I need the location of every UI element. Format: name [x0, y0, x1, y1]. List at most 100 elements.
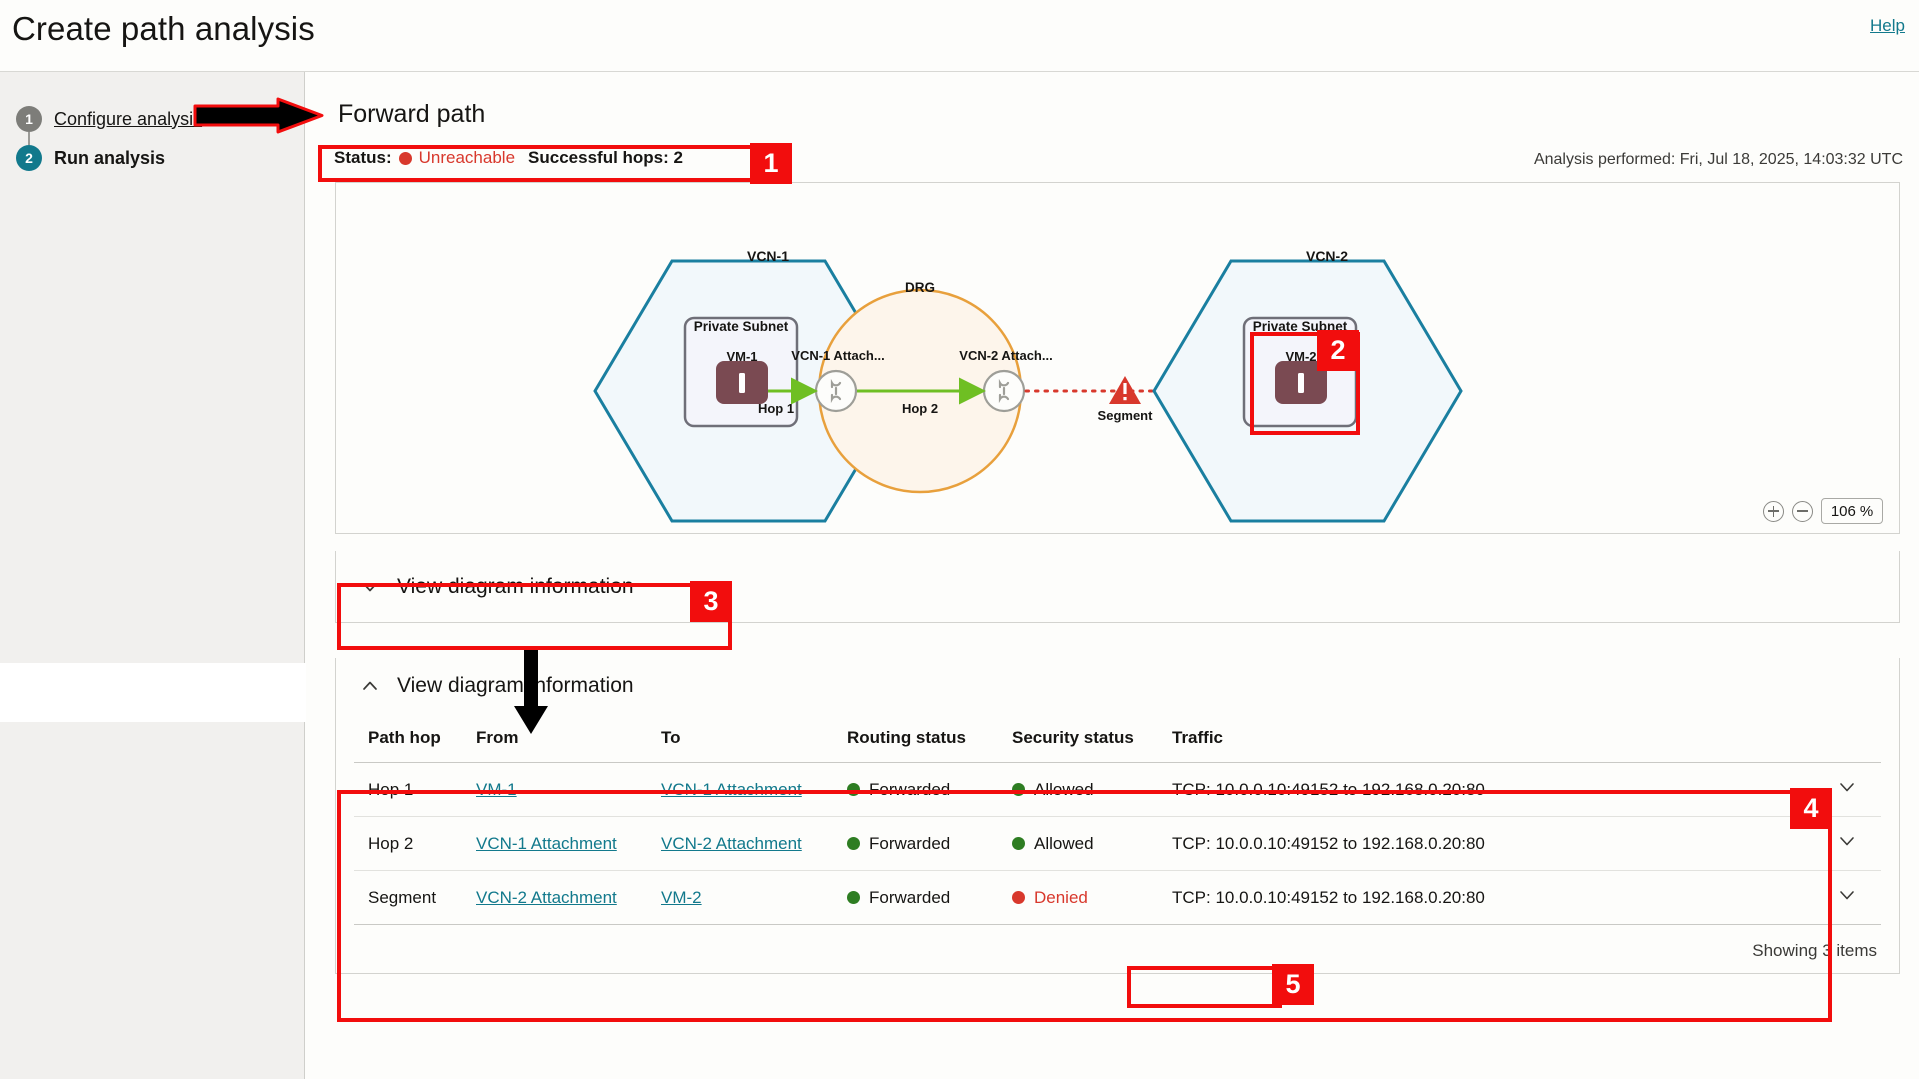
cell-expand — [1823, 816, 1881, 871]
column-header-traffic[interactable]: Traffic — [1158, 714, 1823, 763]
drg-label: DRG — [905, 280, 935, 295]
cell-from: VCN-1 Attachment — [462, 816, 647, 871]
vm-2-label: VM-2 — [1285, 349, 1317, 364]
diagram-zoom-controls: 106 % — [1763, 498, 1883, 524]
cell-traffic: TCP: 10.0.0.10:49152 to 192.168.0.20:80 — [1158, 870, 1823, 925]
cell-routing-status: Forwarded — [833, 816, 998, 871]
wizard-step-label: Run analysis — [54, 147, 166, 168]
hop2-label: Hop 2 — [901, 401, 939, 416]
vcn2-label: VCN-2 — [1305, 248, 1348, 264]
wizard-rail-gap — [0, 663, 306, 722]
routing-status-dot-icon — [847, 783, 860, 796]
cell-routing-status: Forwarded — [833, 870, 998, 925]
cell-to: VCN-2 Attachment — [647, 816, 833, 871]
path-status-line: Status: Unreachable Successful hops: 2 — [334, 148, 683, 168]
table-header-row: Path hop From To Routing status Security… — [354, 714, 1881, 763]
hop1-label: Hop 1 — [757, 401, 795, 416]
cell-from: VM-1 — [462, 762, 647, 817]
main-panel: Forward path Status: Unreachable Success… — [306, 72, 1919, 1079]
cell-to: VM-2 — [647, 870, 833, 925]
successful-hops: Successful hops: 2 — [528, 148, 683, 167]
from-link[interactable]: VM-1 — [476, 779, 517, 799]
zoom-out-icon[interactable] — [1792, 500, 1813, 522]
security-status-dot-icon — [1012, 837, 1025, 850]
column-header-path-hop[interactable]: Path hop — [354, 714, 462, 763]
cell-path-hop: Hop 1 — [354, 762, 462, 817]
cell-security-status: Denied — [998, 870, 1158, 925]
wizard-step-configure-analysis[interactable]: 1 Configure analysis — [16, 106, 202, 132]
from-link[interactable]: VCN-2 Attachment — [476, 887, 617, 907]
path-hops-table-container: Path hop From To Routing status Security… — [335, 714, 1900, 974]
cell-to: VCN-1 Attachment — [647, 762, 833, 817]
table-row[interactable]: Hop 2 VCN-1 Attachment VCN-2 Attachment … — [354, 816, 1881, 871]
security-status-text: Allowed — [1034, 779, 1094, 799]
security-status-dot-icon — [1012, 891, 1025, 904]
cell-expand — [1823, 762, 1881, 817]
column-header-expand — [1823, 714, 1881, 763]
cell-expand — [1823, 870, 1881, 925]
accordion-label: View diagram information — [397, 574, 634, 598]
accordion-label: View diagram information — [397, 674, 634, 697]
column-header-routing-status[interactable]: Routing status — [833, 714, 998, 763]
analysis-performed-timestamp: Analysis performed: Fri, Jul 18, 2025, 1… — [1533, 151, 1903, 168]
cell-traffic: TCP: 10.0.0.10:49152 to 192.168.0.20:80 — [1158, 816, 1823, 871]
chevron-up-icon — [363, 681, 377, 690]
security-status-text: Denied — [1034, 887, 1088, 907]
row-expand-chevron-down-icon[interactable] — [1837, 831, 1857, 851]
path-diagram-canvas[interactable]: VCN-1 Private Subnet VM-1 Hop 1 DRG VCN-… — [335, 182, 1900, 534]
wizard-rail — [0, 72, 305, 1079]
to-link[interactable]: VCN-2 Attachment — [661, 833, 802, 853]
zoom-in-icon[interactable] — [1763, 500, 1784, 522]
zoom-level-value: 106 — [1830, 502, 1856, 520]
cell-from: VCN-2 Attachment — [462, 870, 647, 925]
column-header-security-status[interactable]: Security status — [998, 714, 1158, 763]
vcn1-subnet-label: Private Subnet — [693, 319, 789, 334]
table-row[interactable]: Hop 1 VM-1 VCN-1 Attachment Forwarded Al… — [354, 762, 1881, 817]
showing-items-count: Showing 3 items — [1752, 941, 1877, 960]
view-diagram-information-collapsed[interactable]: View diagram information — [335, 551, 1900, 623]
help-link[interactable]: Help — [1870, 16, 1905, 35]
cell-traffic: TCP: 10.0.0.10:49152 to 192.168.0.20:80 — [1158, 762, 1823, 817]
cell-routing-status: Forwarded — [833, 762, 998, 817]
routing-status-dot-icon — [847, 891, 860, 904]
path-diagram-svg — [593, 259, 1463, 523]
link-icon — [830, 378, 842, 404]
forward-path-heading: Forward path — [338, 100, 486, 128]
zoom-level-field[interactable]: 106 % — [1821, 498, 1883, 524]
column-header-to[interactable]: To — [647, 714, 833, 763]
wizard-step-label[interactable]: Configure analysis — [54, 108, 203, 129]
table-row[interactable]: Segment VCN-2 Attachment VM-2 Forwarded … — [354, 870, 1881, 925]
cell-path-hop: Hop 2 — [354, 816, 462, 871]
view-diagram-information-expanded[interactable]: View diagram information — [335, 658, 1900, 714]
page-title: Create path analysis — [12, 10, 315, 47]
status-value: Unreachable — [418, 148, 516, 167]
page-header: Create path analysis Help — [0, 0, 1919, 72]
column-header-from[interactable]: From — [462, 714, 647, 763]
path-hops-table: Path hop From To Routing status Security… — [354, 714, 1881, 925]
row-expand-chevron-down-icon[interactable] — [1837, 885, 1857, 905]
zoom-level-unit: % — [1859, 502, 1874, 520]
vcn2-attachment-label: VCN-2 Attach... — [959, 348, 1053, 363]
wizard-step-run-analysis[interactable]: 2 Run analysis — [16, 145, 165, 171]
security-status-dot-icon — [1012, 783, 1025, 796]
warning-triangle-icon — [1109, 376, 1141, 404]
step-number-badge: 2 — [16, 145, 42, 171]
chevron-down-icon — [363, 582, 377, 591]
status-label: Status: — [334, 148, 392, 167]
routing-status-text: Forwarded — [869, 833, 951, 853]
vcn1-attachment-label: VCN-1 Attach... — [791, 348, 885, 363]
segment-label: Segment — [1097, 408, 1153, 423]
step-number-badge: 1 — [16, 106, 42, 132]
vcn1-label: VCN-1 — [746, 248, 789, 264]
from-link[interactable]: VCN-1 Attachment — [476, 833, 617, 853]
vm-1-label: VM-1 — [726, 349, 758, 364]
status-dot-icon — [398, 151, 412, 165]
security-status-text: Allowed — [1034, 833, 1094, 853]
to-link[interactable]: VCN-1 Attachment — [661, 779, 802, 799]
routing-status-dot-icon — [847, 837, 860, 850]
to-link[interactable]: VM-2 — [661, 887, 702, 907]
row-expand-chevron-down-icon[interactable] — [1837, 777, 1857, 797]
link-icon — [998, 378, 1010, 404]
cell-security-status: Allowed — [998, 816, 1158, 871]
